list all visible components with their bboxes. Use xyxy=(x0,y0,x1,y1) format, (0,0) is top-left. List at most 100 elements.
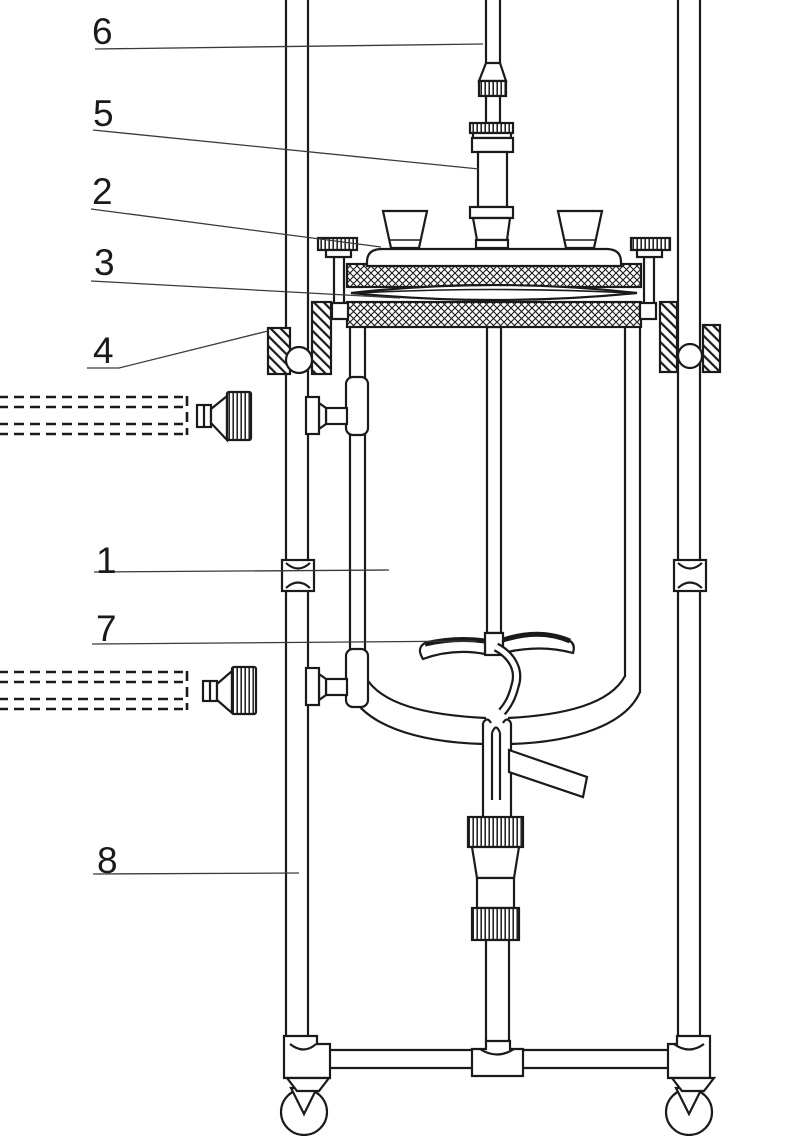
upper-port-stem xyxy=(324,406,349,426)
leader-8 xyxy=(92,872,300,875)
left-support-rod xyxy=(284,0,310,1044)
vessel-bottom-outer-right xyxy=(510,691,642,746)
gland-foot xyxy=(474,238,510,250)
leader-7 xyxy=(91,640,477,645)
drain-nut-upper xyxy=(466,815,525,849)
lower-feed-tube xyxy=(0,665,258,716)
callout-6: 6 xyxy=(92,11,113,52)
right-corner-fitting xyxy=(666,1034,712,1080)
clamp-left-ball xyxy=(284,345,314,375)
upper-flange xyxy=(345,262,643,289)
leader-3 xyxy=(90,280,401,299)
lower-feed-dashed-lines xyxy=(0,670,189,711)
coupling-taper xyxy=(477,61,508,83)
gland-cone xyxy=(471,216,512,242)
lid-port-right xyxy=(556,209,604,250)
right-caster xyxy=(664,1076,717,1136)
lid-dome xyxy=(365,247,623,268)
impeller-blade-left-edge xyxy=(424,637,486,647)
leader-6 xyxy=(94,43,484,50)
leader-1 xyxy=(93,569,390,573)
upper-side-port xyxy=(304,395,349,436)
stirrer-gland-stack xyxy=(468,0,515,250)
stirrer-shaft-top xyxy=(484,0,502,66)
drain-nut-lower xyxy=(470,906,521,942)
upper-valve-knob xyxy=(225,390,253,442)
drain-neck-lip-right xyxy=(502,718,512,724)
lower-port-boss xyxy=(344,647,370,709)
lower-flange xyxy=(345,300,643,329)
stirrer-assembly xyxy=(418,325,575,716)
drain-spout xyxy=(507,748,589,799)
callout-4: 4 xyxy=(93,330,114,371)
drain-neck-lip-left xyxy=(482,718,492,724)
callout-7: 7 xyxy=(96,608,117,649)
center-tee-fitting xyxy=(470,1039,525,1078)
right-caster-mount xyxy=(669,1076,717,1093)
gland-flare xyxy=(468,205,515,220)
callout-8: 8 xyxy=(97,840,118,881)
shaft-mid xyxy=(484,94,502,125)
vessel-body xyxy=(304,327,642,746)
frame-clamp-right xyxy=(658,300,722,374)
callout-leaders xyxy=(87,43,484,875)
rod-sleeves xyxy=(280,558,708,593)
callout-2: 2 xyxy=(92,171,113,212)
gland-cylinder xyxy=(476,150,509,209)
flange-screw-left xyxy=(316,236,359,321)
lower-valve-cone xyxy=(215,668,234,716)
screw-foot-right xyxy=(638,301,658,321)
lid-assembly xyxy=(316,209,672,329)
clamp-left-outer-block xyxy=(266,326,292,376)
gland-block xyxy=(470,136,515,154)
clamp-right-ball xyxy=(676,342,704,370)
seal-lens-midline xyxy=(355,288,633,294)
gland-knurled-ring xyxy=(468,121,515,135)
callout-5: 5 xyxy=(93,93,114,134)
leader-2 xyxy=(90,208,382,248)
clamp-right-outer-block xyxy=(701,323,722,374)
right-support-rod xyxy=(676,0,702,1044)
upper-port-cap xyxy=(304,395,321,436)
upper-feed-tube xyxy=(0,390,253,443)
impeller-blade-right-edge xyxy=(502,631,571,644)
vessel-bottom-outer-left xyxy=(348,691,484,746)
screw-knob-right xyxy=(629,236,672,252)
flange-screw-right xyxy=(629,236,672,321)
impeller-blade-curved-inner xyxy=(494,644,520,714)
drain-tube xyxy=(484,938,511,1044)
bottom-drain-valve xyxy=(466,718,589,1044)
clamp-right-inner-block xyxy=(658,300,679,374)
left-caster xyxy=(279,1076,332,1136)
lower-port-cap xyxy=(304,666,321,707)
callout-numbers: 6 5 2 3 4 1 7 8 xyxy=(92,11,118,881)
vessel-bottom-inner-right xyxy=(507,675,626,720)
stirrer-shaft-lower xyxy=(485,325,503,635)
screw-stem-left xyxy=(332,255,346,306)
leader-4 xyxy=(87,330,269,369)
clamp-left-inner-block xyxy=(310,300,333,376)
drain-taper xyxy=(470,845,521,880)
drain-plug-tip xyxy=(490,726,502,734)
leader-5 xyxy=(92,129,480,170)
callout-3: 3 xyxy=(94,242,115,283)
lower-valve-knob xyxy=(230,665,258,716)
coupling-knurl xyxy=(477,79,508,98)
upper-port-boss xyxy=(344,375,370,437)
base-frame xyxy=(279,1034,717,1136)
lid-port-left xyxy=(381,209,429,250)
screw-foot-left xyxy=(330,301,350,321)
left-corner-fitting xyxy=(282,1034,332,1080)
upper-valve-cone xyxy=(209,393,229,443)
vessel-bottom-inner-left xyxy=(364,675,487,720)
left-caster-mount xyxy=(284,1076,332,1093)
screw-stem-right xyxy=(642,255,656,306)
upper-feed-dashed-lines xyxy=(0,395,189,436)
frame-clamp-left xyxy=(266,300,333,376)
lower-port-stem xyxy=(324,677,349,697)
seal-lens xyxy=(350,283,638,302)
screw-plate-left xyxy=(324,248,353,259)
callout-1: 1 xyxy=(96,540,117,581)
